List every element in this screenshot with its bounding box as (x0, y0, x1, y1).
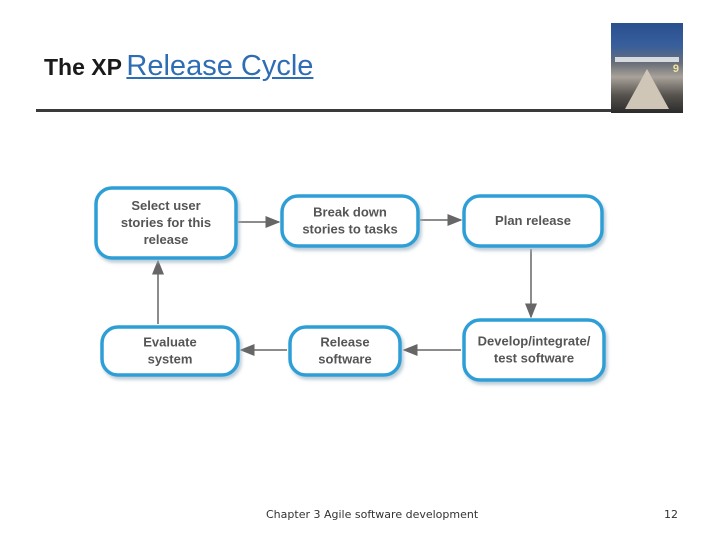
node-label-develop-line-2: test software (494, 351, 574, 366)
node-release: Release software (288, 325, 402, 377)
node-label-release-line-2: software (318, 352, 371, 367)
node-label-evaluate-line-2: system (148, 352, 193, 367)
node-label-breakdown-line-1: Break down (313, 205, 387, 220)
footer-caption: Chapter 3 Agile software development (266, 508, 479, 521)
node-label-select-line-2: stories for this (121, 215, 211, 230)
node-label-select-line-3: release (144, 232, 189, 247)
node-evaluate: Evaluate system (100, 325, 240, 377)
node-box-develop (462, 318, 606, 382)
node-label-breakdown-line-2: stories to tasks (302, 222, 397, 237)
node-breakdown: Break down stories to tasks (280, 194, 420, 248)
diagram-nodes: Select user stories for this release Break … (94, 186, 606, 382)
node-label-release-line-1: Release (320, 335, 369, 350)
node-box-breakdown (280, 194, 420, 248)
node-label-develop-line-1: Develop/integrate/ (478, 334, 591, 349)
node-box-evaluate (100, 325, 240, 377)
title-divider (36, 109, 614, 112)
slide-title-part2: Release Cycle (126, 50, 314, 82)
node-develop: Develop/integrate/test software (462, 318, 606, 382)
node-box-select (94, 186, 238, 260)
node-box-plan (462, 194, 604, 248)
node-label-plan-line-1: Plan release (495, 213, 571, 228)
book-cover-image: 9 (611, 23, 683, 113)
cover-stripe (615, 57, 679, 62)
diagram-edges (152, 214, 537, 356)
node-select: Select user stories for this release (94, 186, 238, 260)
node-label-select-line-1: Select user (131, 198, 200, 213)
node-plan: Plan release (462, 194, 604, 248)
cover-edition-mark: 9 (672, 63, 679, 75)
cover-shape (625, 69, 669, 109)
page-number: 12 (664, 508, 678, 521)
slide-title-part1: The XP (44, 54, 122, 80)
node-box-release (288, 325, 402, 377)
slide-title: The XP Release Cycle (44, 50, 313, 83)
node-label-evaluate-line-1: Evaluate (143, 335, 196, 350)
